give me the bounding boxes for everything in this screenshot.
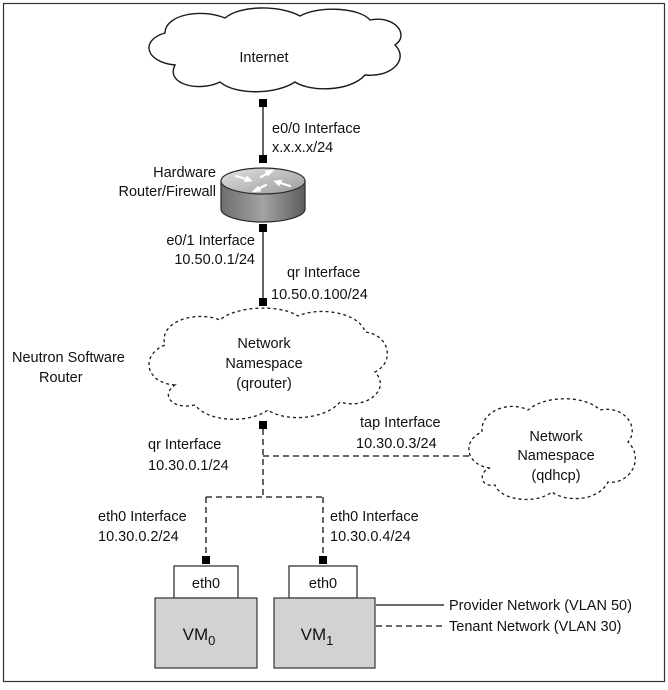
qdhcp-line3: (qdhcp) <box>531 468 580 484</box>
e0-1-interface-label: e0/1 Interface <box>166 233 255 249</box>
qdhcp-line2: Namespace <box>517 448 594 464</box>
qrouter-namespace-cloud: Network Namespace (qrouter) <box>148 307 388 420</box>
vm0-nic-interface-label: eth0 Interface <box>98 509 187 525</box>
port-qr-lower <box>259 421 267 429</box>
port-qr-upper <box>259 298 267 306</box>
vm0-label: VM0 <box>183 625 216 648</box>
qrouter-line3: (qrouter) <box>236 376 292 392</box>
internet-cloud: Internet <box>148 7 402 93</box>
tap-interface-label: tap Interface <box>360 415 441 431</box>
legend-tenant-label: Tenant Network (VLAN 30) <box>449 619 621 635</box>
vm0-box <box>154 597 258 669</box>
vm1-nic <box>288 565 358 599</box>
qr-upper-interface-label: qr Interface <box>287 265 360 281</box>
qdhcp-namespace-cloud: Network Namespace (qdhcp) <box>468 398 636 501</box>
qrouter-line1: Network <box>237 336 291 352</box>
vm1-nic-label: eth0 <box>309 576 337 592</box>
internet-label: Internet <box>239 50 288 66</box>
vm1-nic-interface-label: eth0 Interface <box>330 509 419 525</box>
vm0-nic <box>173 565 239 599</box>
port-e0-1 <box>259 224 267 232</box>
qr-lower-interface-label: qr Interface <box>148 437 221 453</box>
hardware-router <box>220 167 306 223</box>
vm0-nic-address-label: 10.30.0.2/24 <box>98 529 179 545</box>
vm0: eth0 VM0 <box>154 565 258 669</box>
e0-1-address-label: 10.50.0.1/24 <box>174 252 255 268</box>
legend-provider-label: Provider Network (VLAN 50) <box>449 598 632 614</box>
port-vm1 <box>319 556 327 564</box>
router-label-line2: Router/Firewall <box>119 184 217 200</box>
qdhcp-line1: Network <box>529 429 583 445</box>
e0-0-address-label: x.x.x.x/24 <box>272 140 333 156</box>
port-e0-0 <box>259 155 267 163</box>
router-label-line1: Hardware <box>153 165 216 181</box>
vm1-label: VM1 <box>301 625 334 648</box>
vm1-nic-address-label: 10.30.0.4/24 <box>330 529 411 545</box>
vm1: eth0 VM1 <box>273 565 376 669</box>
neutron-router-label-line2: Router <box>39 370 83 386</box>
legend: Provider Network (VLAN 50) Tenant Networ… <box>376 598 632 635</box>
vm1-box <box>273 597 376 669</box>
qrouter-line2: Namespace <box>225 356 302 372</box>
qr-lower-address-label: 10.30.0.1/24 <box>148 458 229 474</box>
tenant-network-links <box>205 429 473 560</box>
qr-upper-address-label: 10.50.0.100/24 <box>271 287 368 303</box>
vm0-nic-label: eth0 <box>192 576 220 592</box>
router-arrows-icon <box>234 169 292 193</box>
neutron-router-label-line1: Neutron Software <box>12 350 125 366</box>
tap-address-label: 10.30.0.3/24 <box>356 436 437 452</box>
e0-0-interface-label: e0/0 Interface <box>272 121 361 137</box>
port-vm0 <box>202 556 210 564</box>
port-internet <box>259 99 267 107</box>
